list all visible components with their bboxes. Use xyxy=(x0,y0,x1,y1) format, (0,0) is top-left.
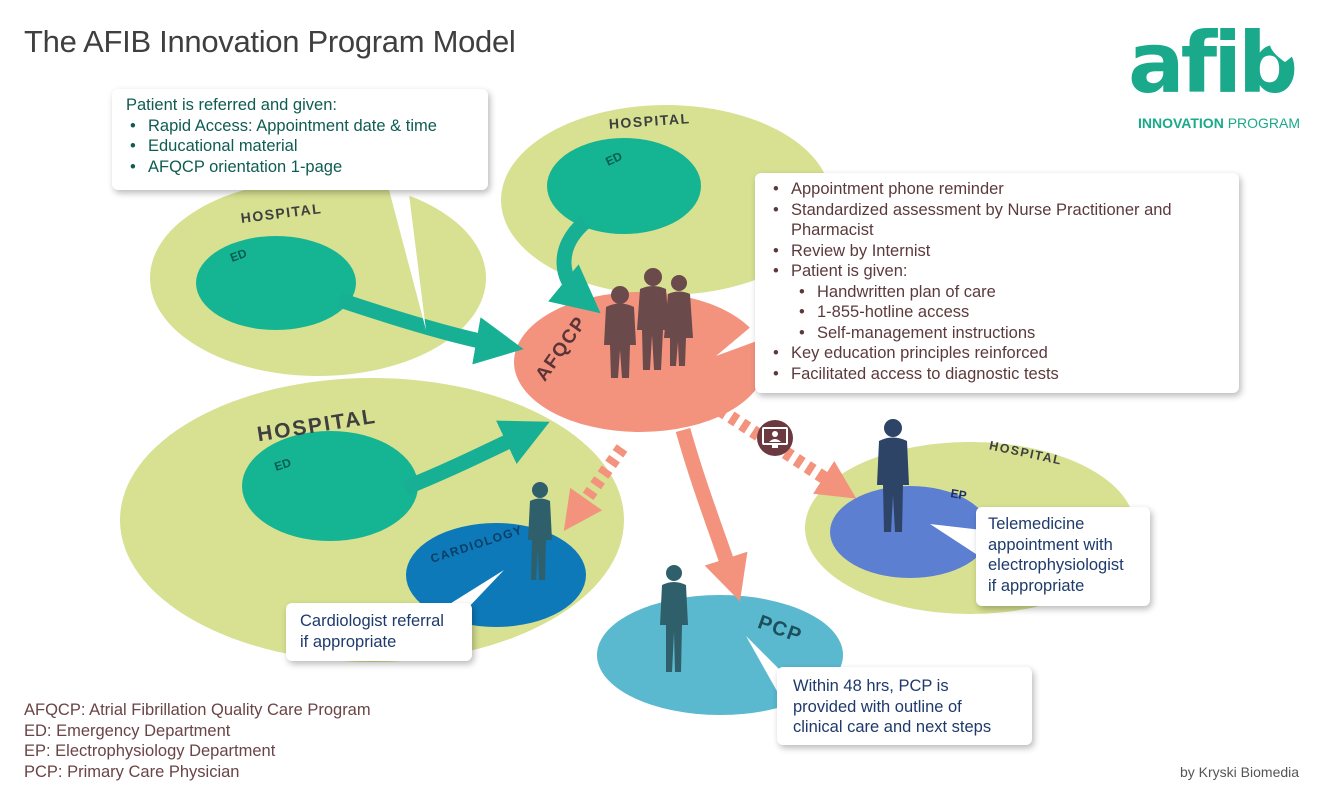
afqcp-callout-pointer xyxy=(716,315,765,356)
callout-line: if appropriate xyxy=(988,576,1085,595)
logo-subtitle-bold: INNOVATION xyxy=(1138,115,1224,131)
abbreviation-legend: AFQCP: Atrial Fibrillation Quality Care … xyxy=(24,700,371,782)
logo-subtitle-light: PROGRAM xyxy=(1227,115,1301,131)
callout-line: appointment with xyxy=(988,535,1113,554)
arrow-afqcp-to-cardiology xyxy=(563,444,628,531)
referral-callout-intro: Patient is referred and given: xyxy=(126,96,337,114)
pcp-callout-pointer xyxy=(746,636,782,700)
arrow-ed-top-to-afqcp xyxy=(548,216,601,314)
afqcp-region xyxy=(514,292,766,432)
person-silhouette xyxy=(604,286,636,378)
arrow-ed-bottom-to-afqcp xyxy=(402,420,550,495)
list-item: Patient is given: xyxy=(769,261,1225,282)
list-item: Key education principles reinforced xyxy=(769,343,1225,364)
hospital-top-label: HOSPITAL xyxy=(608,110,691,132)
ed-left-label: ED xyxy=(228,246,249,265)
list-item-continuation: Pharmacist xyxy=(791,221,874,239)
ep-label: EP xyxy=(949,486,967,503)
ed-bottom-region xyxy=(242,431,418,541)
ep-doctor-silhouette xyxy=(877,419,909,532)
callout-line: provided with outline of xyxy=(793,697,962,716)
callout-line: Cardiologist referral xyxy=(300,612,444,630)
ed-top-label: ED xyxy=(603,149,624,169)
telemedicine-callout: Telemedicine appointment with electrophy… xyxy=(976,507,1150,606)
ep-region xyxy=(830,486,990,578)
page-title: The AFIB Innovation Program Model xyxy=(24,24,516,59)
callout-line: clinical care and next steps xyxy=(793,718,992,736)
person-silhouette xyxy=(637,268,669,370)
callout-line: Within 48 hrs, PCP is xyxy=(793,677,949,695)
legend-item: PCP: Primary Care Physician xyxy=(24,762,240,781)
list-item: Educational material xyxy=(126,136,474,157)
afqcp-callout-list: Appointment phone reminder Standardized … xyxy=(769,179,1225,384)
credit-text: by Kryski Biomedia xyxy=(1180,764,1300,780)
ed-bottom-label: ED xyxy=(273,455,293,474)
list-item: AFQCP orientation 1-page xyxy=(126,157,474,178)
callout-line: Telemedicine xyxy=(988,515,1085,533)
logo-wordmark: afib xyxy=(1128,14,1298,112)
referral-callout-pointer xyxy=(388,186,426,330)
ed-left-region xyxy=(196,236,356,330)
sub-list-item: Self-management instructions xyxy=(769,323,1225,344)
callout-line: if appropriate xyxy=(300,632,397,651)
referral-callout: Patient is referred and given: Rapid Acc… xyxy=(112,89,488,190)
afqcp-callout: Appointment phone reminder Standardized … xyxy=(755,173,1239,393)
cardiologist-silhouette xyxy=(528,482,552,580)
pcp-doctor-silhouette xyxy=(660,565,688,672)
cardiologist-callout: Cardiologist referral if appropriate xyxy=(286,603,472,661)
pcp-callout: Within 48 hrs, PCP is provided with outl… xyxy=(777,667,1032,745)
sub-list-item: Handwritten plan of care xyxy=(769,282,1225,303)
telemedicine-monitor-icon xyxy=(757,420,793,456)
referral-callout-list: Rapid Access: Appointment date & time Ed… xyxy=(126,116,474,178)
cardiologist-callout-pointer xyxy=(440,570,504,610)
arrow-afqcp-to-pcp xyxy=(675,427,748,602)
person-silhouette xyxy=(664,275,693,366)
list-item: Review by Internist xyxy=(769,241,1225,262)
legend-item: EP: Electrophysiology Department xyxy=(24,742,276,760)
list-item: Standardized assessment by Nurse Practit… xyxy=(769,200,1225,221)
legend-item: ED: Emergency Department xyxy=(24,721,231,740)
list-item: Facilitated access to diagnostic tests xyxy=(769,364,1225,385)
ed-top-region xyxy=(547,138,701,234)
afib-heart-icon xyxy=(1270,37,1300,62)
afqcp-staff-group xyxy=(604,268,693,378)
list-item: Appointment phone reminder xyxy=(769,179,1225,200)
legend-item: AFQCP: Atrial Fibrillation Quality Care … xyxy=(24,701,371,719)
logo-subtitle: INNOVATION PROGRAM xyxy=(1138,115,1300,131)
callout-line: electrophysiologist xyxy=(988,556,1124,574)
sub-list-item: 1-855-hotline access xyxy=(769,302,1225,323)
arrow-ed-left-to-afqcp xyxy=(337,292,524,365)
telemedicine-callout-pointer xyxy=(930,524,982,558)
list-item: Rapid Access: Appointment date & time xyxy=(126,116,474,137)
